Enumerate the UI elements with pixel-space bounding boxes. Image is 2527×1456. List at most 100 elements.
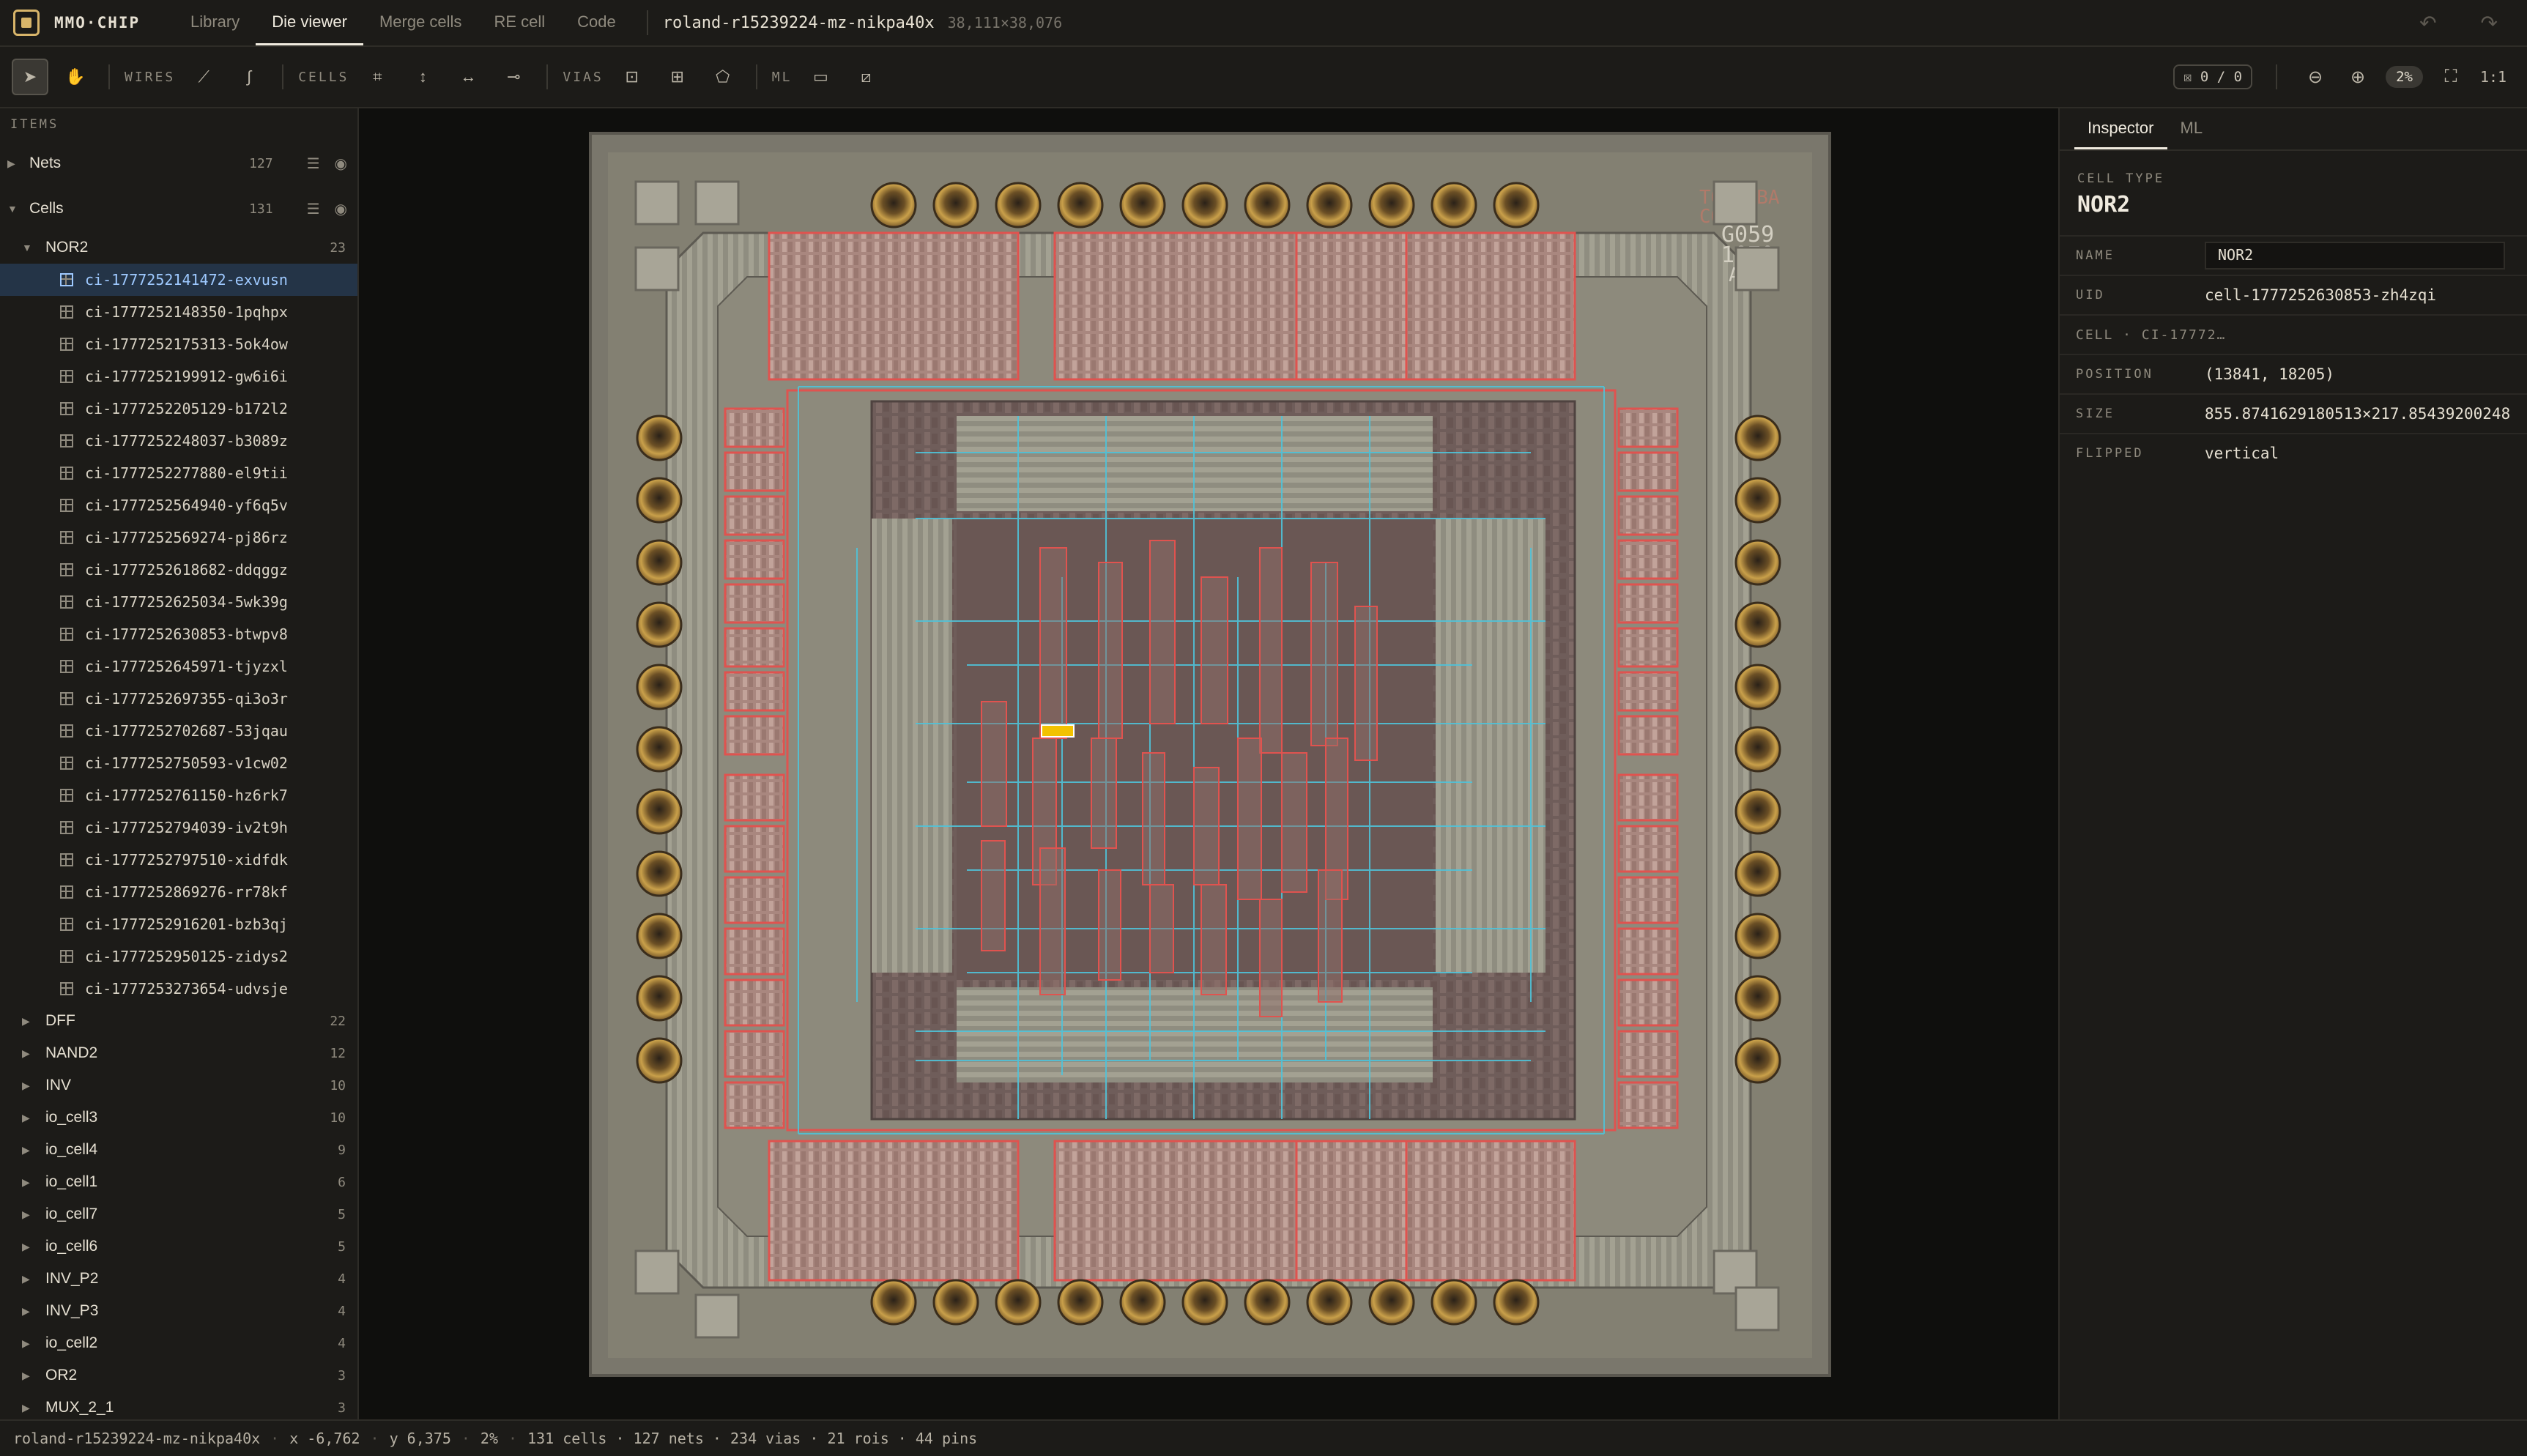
eye-icon[interactable]: ◉ xyxy=(334,201,347,218)
cell-id: ci-1777252916201-bzb3qj xyxy=(85,915,288,933)
via-add-button[interactable]: ⊡ xyxy=(614,59,650,95)
tab-code[interactable]: Code xyxy=(577,12,616,31)
core-cell-layer xyxy=(981,540,1378,1017)
name-input[interactable]: NOR2 xyxy=(2205,242,2505,270)
io-cell xyxy=(1617,407,1679,448)
cell-list-item[interactable]: ci-1777252916201-bzb3qj xyxy=(0,908,357,940)
cell-list-item[interactable]: ci-1777252148350-1pqhpx xyxy=(0,296,357,328)
tab-library[interactable]: Library xyxy=(190,12,240,31)
zoom-level[interactable]: 2% xyxy=(2386,66,2423,88)
filter-icon[interactable]: ☰ xyxy=(306,201,320,218)
cell-list-item[interactable]: ci-1777252277880-el9tii xyxy=(0,457,357,489)
cell-list-item[interactable]: ci-1777252175313-5ok4ow xyxy=(0,328,357,360)
fit-screen-icon[interactable]: ⛶ xyxy=(2444,67,2457,86)
cell-list-item[interactable]: ci-1777252950125-zidys2 xyxy=(0,940,357,973)
core-cell xyxy=(1149,884,1174,973)
cell-id: ci-1777252794039-iv2t9h xyxy=(85,819,288,836)
cell-grid-icon xyxy=(60,531,73,544)
cell-grid-icon xyxy=(60,821,73,834)
cell-list-item[interactable]: ci-1777252199912-gw6i6i xyxy=(0,360,357,393)
cell-grid-icon xyxy=(60,724,73,738)
nets-group[interactable]: ▶ Nets 127 ☰ ◉ xyxy=(0,141,357,186)
die-canvas[interactable]: TOSHIBA CORP G059 1070 A A xyxy=(359,108,2058,1419)
tab-ml[interactable]: ML xyxy=(2180,119,2203,137)
cell-list-item[interactable]: ci-1777252630853-btwpv8 xyxy=(0,618,357,650)
cell-type-count: 5 xyxy=(338,1206,346,1222)
project-name: roland-r15239224-mz-nikpa40x xyxy=(662,13,935,32)
cell-id: ci-1777252630853-btwpv8 xyxy=(85,625,288,643)
curve-wire-button[interactable]: ∫ xyxy=(231,59,267,95)
io-cell xyxy=(1617,927,1679,976)
cell-id: ci-1777252625034-5wk39g xyxy=(85,593,288,611)
cell-list-item[interactable]: ci-1777252761150-hz6rk7 xyxy=(0,779,357,811)
undo-icon[interactable]: ↶ xyxy=(2419,11,2437,34)
tab-die-viewer[interactable]: Die viewer xyxy=(256,0,363,45)
zoom-out-icon[interactable]: ⊖ xyxy=(2308,67,2323,87)
cell-list-item[interactable]: ci-1777253273654-udvsje xyxy=(0,973,357,1005)
flip-horizontal-button[interactable]: ↔ xyxy=(450,59,486,95)
corner-pad xyxy=(1734,1286,1780,1331)
cell-type-nor2[interactable]: ▼ NOR2 23 xyxy=(0,231,357,264)
cell-list-item[interactable]: ci-1777252205129-b172l2 xyxy=(0,393,357,425)
flip-vertical-button[interactable]: ↕ xyxy=(404,59,441,95)
draw-wire-button[interactable]: ⟋ xyxy=(185,59,222,95)
tab-inspector[interactable]: Inspector xyxy=(2074,108,2167,149)
cell-list-item[interactable]: ci-1777252625034-5wk39g xyxy=(0,586,357,618)
size-row: SIZE 855.8741629180513×217.85439200248 xyxy=(2060,393,2527,433)
cells-group[interactable]: ▼ Cells 131 ☰ ◉ xyxy=(0,186,357,231)
via-detect-button[interactable]: ⬠ xyxy=(705,59,741,95)
ml-region-button[interactable]: ▭ xyxy=(802,59,839,95)
cell-id: ci-1777252618682-ddqggz xyxy=(85,561,288,579)
cell-list-item[interactable]: ci-1777252248037-b3089z xyxy=(0,425,357,457)
ml-clear-button[interactable]: ⧄ xyxy=(847,59,884,95)
cell-box-button[interactable]: ⌗ xyxy=(359,59,396,95)
cell-id: ci-1777252797510-xidfdk xyxy=(85,851,288,869)
cell-list-item[interactable]: ci-1777252697355-qi3o3r xyxy=(0,683,357,715)
cell-list-item[interactable]: ci-1777252564940-yf6q5v xyxy=(0,489,357,521)
selected-cell[interactable] xyxy=(1041,724,1075,738)
cell-list-item[interactable]: ci-1777252869276-rr78kf xyxy=(0,876,357,908)
via-grid-button[interactable]: ⊞ xyxy=(659,59,696,95)
cell-list-item[interactable]: ci-1777252794039-iv2t9h xyxy=(0,811,357,844)
die-image[interactable]: TOSHIBA CORP G059 1070 A A xyxy=(359,108,2058,1419)
chevron-right-icon: ▶ xyxy=(22,1304,30,1317)
cell-grid-icon xyxy=(60,757,73,770)
cell-id: ci-1777252750593-v1cw02 xyxy=(85,754,288,772)
actual-size-button[interactable]: 1:1 xyxy=(2479,68,2507,86)
cell-id: ci-1777252569274-pj86rz xyxy=(85,529,288,546)
cells-label: CELLS xyxy=(298,69,349,85)
redo-icon[interactable]: ↷ xyxy=(2480,11,2498,34)
cell-type-count: 6 xyxy=(338,1174,346,1190)
chip-logo-icon xyxy=(13,10,40,36)
cell-type-label: INV xyxy=(45,1077,72,1093)
cell-list-item[interactable]: ci-1777252569274-pj86rz xyxy=(0,521,357,554)
cell-list-item[interactable]: ci-1777252141472-exvusn xyxy=(0,264,357,296)
cell-list-item[interactable]: ci-1777252750593-v1cw02 xyxy=(0,747,357,779)
cell-pin-button[interactable]: ⊸ xyxy=(495,59,532,95)
tab-merge-cells[interactable]: Merge cells xyxy=(379,12,462,31)
selection-counter[interactable]: ☒ 0 / 0 xyxy=(2173,64,2253,89)
pan-tool-button[interactable]: ✋ xyxy=(57,59,94,95)
cell-list-item[interactable]: ci-1777252618682-ddqggz xyxy=(0,554,357,586)
cell-list-item[interactable]: ci-1777252645971-tjyzxl xyxy=(0,650,357,683)
select-tool-button[interactable]: ➤ xyxy=(12,59,48,95)
cell-list-item[interactable]: ci-1777252797510-xidfdk xyxy=(0,844,357,876)
zoom-in-icon[interactable]: ⊕ xyxy=(2350,67,2366,87)
tab-re-cell[interactable]: RE cell xyxy=(494,12,546,31)
filter-icon[interactable]: ☰ xyxy=(306,155,320,172)
cell-list-item[interactable]: ci-1777252702687-53jqau xyxy=(0,715,357,747)
eye-icon[interactable]: ◉ xyxy=(334,155,347,172)
